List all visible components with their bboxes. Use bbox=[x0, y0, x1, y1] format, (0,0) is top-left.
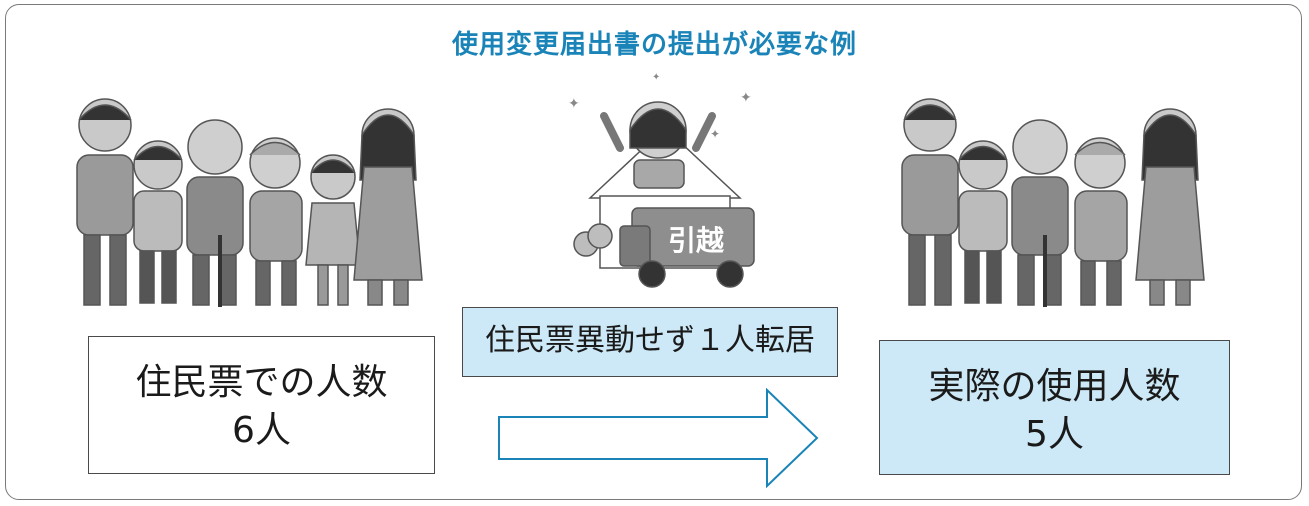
svg-text:✦: ✦ bbox=[568, 96, 580, 112]
moving-out-illustration: ✦ ✦ ✦ ✦ 引越 bbox=[568, 72, 755, 288]
diagram-title: 使用変更届出書の提出が必要な例 bbox=[451, 30, 857, 60]
actual-count-box: 実際の使用人数 5人 bbox=[879, 340, 1230, 475]
svg-text:✦: ✦ bbox=[652, 72, 660, 83]
family-five-illustration bbox=[901, 98, 1205, 307]
actual-count-title: 実際の使用人数 bbox=[928, 366, 1181, 407]
registered-count-value: 6人 bbox=[232, 410, 291, 451]
outer-frame bbox=[5, 4, 1302, 500]
family-six-illustration bbox=[76, 98, 423, 307]
right-arrow-icon bbox=[498, 388, 819, 488]
registered-count-title: 住民票での人数 bbox=[135, 362, 388, 403]
svg-text:✦: ✦ bbox=[740, 90, 752, 106]
relocation-label: 住民票異動せず１人転居 bbox=[485, 323, 815, 358]
relocation-label-box: 住民票異動せず１人転居 bbox=[462, 307, 838, 377]
actual-count-value: 5人 bbox=[1025, 414, 1084, 455]
truck-sign-text: 引越 bbox=[668, 224, 725, 257]
registered-count-box: 住民票での人数 6人 bbox=[88, 336, 435, 474]
svg-text:✦: ✦ bbox=[710, 127, 720, 141]
